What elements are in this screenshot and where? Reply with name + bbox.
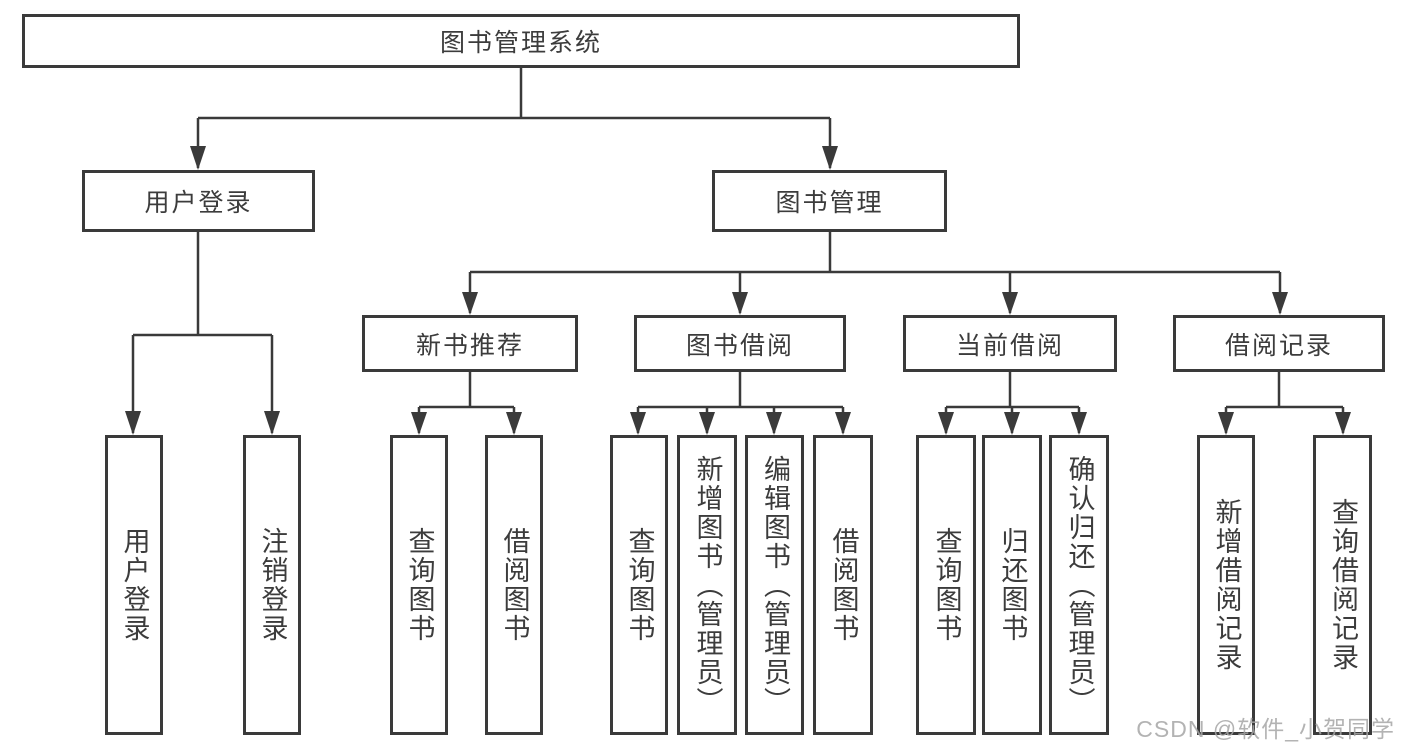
node-leaf-query-books-rec: 查询图书 [390,435,448,735]
node-book-management: 图书管理 [712,170,947,232]
node-leaf-edit-books-admin: 编辑图书（管理员） [745,435,804,735]
node-leaf-borrow-books-rec: 借阅图书 [485,435,543,735]
node-leaf-query-borrow-record: 查询借阅记录 [1313,435,1372,735]
node-leaf-return-books: 归还图书 [982,435,1042,735]
node-leaf-user-login: 用户登录 [105,435,163,735]
arrowhead-icons [125,146,1351,435]
csdn-watermark: CSDN @软件_小贺同学 [1136,716,1395,742]
node-leaf-logout: 注销登录 [243,435,301,735]
node-borrowing-records: 借阅记录 [1173,315,1385,372]
connector-lines [131,68,1345,433]
node-leaf-add-books-admin: 新增图书（管理员） [677,435,737,735]
node-current-borrowing: 当前借阅 [903,315,1117,372]
node-leaf-add-borrow-record: 新增借阅记录 [1197,435,1255,735]
node-leaf-confirm-return-admin: 确认归还（管理员） [1049,435,1109,735]
node-leaf-query-books-borrow: 查询图书 [610,435,668,735]
node-book-borrowing: 图书借阅 [634,315,846,372]
node-leaf-borrow-books: 借阅图书 [813,435,873,735]
node-user-login: 用户登录 [82,170,315,232]
node-new-book-recommend: 新书推荐 [362,315,578,372]
node-root: 图书管理系统 [22,14,1020,68]
node-leaf-query-books-current: 查询图书 [916,435,976,735]
